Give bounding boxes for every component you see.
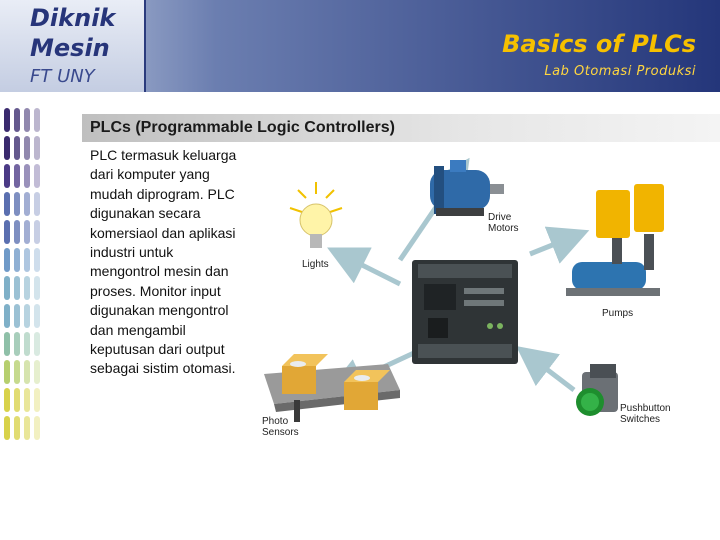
decorative-dot [34, 388, 40, 412]
decorative-dot [34, 332, 40, 356]
label-photo-sensors-line1: Photo [262, 416, 299, 427]
label-photo-sensors: Photo Sensors [262, 416, 299, 438]
decorative-dot [14, 220, 20, 244]
plc-unit-icon [412, 260, 518, 364]
decorative-dot [4, 388, 10, 412]
decorative-dot [14, 108, 20, 132]
decorative-dot [24, 108, 30, 132]
decorative-dot [34, 416, 40, 440]
label-drive-motors: Drive Motors [488, 212, 519, 234]
decorative-row [4, 276, 50, 300]
arrow-to-lights [336, 252, 400, 284]
decorative-row [4, 136, 50, 160]
decorative-dot [4, 164, 10, 188]
decorative-dot [24, 304, 30, 328]
decorative-dot [4, 332, 10, 356]
decorative-dot [34, 136, 40, 160]
decorative-dot [14, 388, 20, 412]
decorative-dot [14, 136, 20, 160]
decorative-dot [34, 108, 40, 132]
label-photo-sensors-line2: Sensors [262, 427, 299, 438]
slide-body-text: PLC termasuk keluarga dari komputer yang… [82, 142, 240, 454]
decorative-dot [24, 416, 30, 440]
decorative-dot [4, 220, 10, 244]
conveyor-photo-sensor-icon [264, 354, 400, 422]
pump-icon [566, 184, 664, 296]
decorative-dot [4, 360, 10, 384]
decorative-dot [34, 360, 40, 384]
decorative-dot [4, 276, 10, 300]
decorative-dot [4, 108, 10, 132]
decorative-dot [4, 416, 10, 440]
arrow-to-pumps [530, 234, 580, 254]
logo: Diknik Mesin FT UNY [0, 0, 146, 92]
label-pushbutton-line2: Switches [620, 414, 671, 425]
decorative-row [4, 164, 50, 188]
decorative-dot [24, 388, 30, 412]
decorative-dot [14, 360, 20, 384]
decorative-row [4, 388, 50, 412]
arrow-from-pushbutton [524, 352, 574, 390]
decorative-dot [24, 248, 30, 272]
decorative-dot [24, 136, 30, 160]
decorative-dot [14, 192, 20, 216]
decorative-row [4, 248, 50, 272]
label-drive-motors-line1: Drive [488, 212, 519, 223]
decorative-dot [34, 276, 40, 300]
logo-line-2: Mesin [30, 34, 110, 62]
decorative-row [4, 416, 50, 440]
course-title: Basics of PLCs [502, 30, 696, 58]
decorative-dot [4, 304, 10, 328]
decorative-row [4, 304, 50, 328]
decorative-dot [14, 164, 20, 188]
pushbutton-switch-icon [576, 364, 618, 416]
decorative-dot [24, 332, 30, 356]
label-pushbutton-line1: Pushbutton [620, 403, 671, 414]
logo-line-1: Diknik [30, 4, 115, 32]
decorative-dot [14, 276, 20, 300]
course-subtitle: Lab Otomasi Produksi [544, 64, 696, 79]
decorative-dot [24, 220, 30, 244]
decorative-dot [24, 164, 30, 188]
decorative-dot [14, 416, 20, 440]
decorative-dot [24, 360, 30, 384]
label-drive-motors-line2: Motors [488, 223, 519, 234]
decorative-dot [4, 248, 10, 272]
decorative-dot [34, 220, 40, 244]
label-lights: Lights [302, 259, 329, 270]
decorative-dot [4, 136, 10, 160]
decorative-row [4, 332, 50, 356]
decorative-dot [14, 248, 20, 272]
decorative-row [4, 192, 50, 216]
decorative-dot [24, 192, 30, 216]
decorative-row [4, 108, 50, 132]
decorative-dot [34, 304, 40, 328]
slide-title: PLCs (Programmable Logic Controllers) [82, 114, 720, 142]
decorative-pattern [4, 108, 50, 458]
decorative-dot [4, 192, 10, 216]
light-bulb-icon [290, 182, 342, 248]
header-banner: Diknik Mesin FT UNY Basics of PLCs Lab O… [0, 0, 720, 92]
decorative-dot [34, 248, 40, 272]
drive-motor-icon [430, 160, 504, 216]
label-pushbutton-switches: Pushbutton Switches [620, 403, 671, 425]
decorative-row [4, 360, 50, 384]
decorative-dot [14, 332, 20, 356]
decorative-dot [24, 276, 30, 300]
decorative-dot [34, 192, 40, 216]
logo-line-3: FT UNY [30, 66, 95, 87]
decorative-row [4, 220, 50, 244]
label-pumps: Pumps [602, 308, 633, 319]
decorative-dot [34, 164, 40, 188]
decorative-dot [14, 304, 20, 328]
plc-diagram: Drive Motors Lights Pumps Photo Sensors … [240, 142, 720, 454]
